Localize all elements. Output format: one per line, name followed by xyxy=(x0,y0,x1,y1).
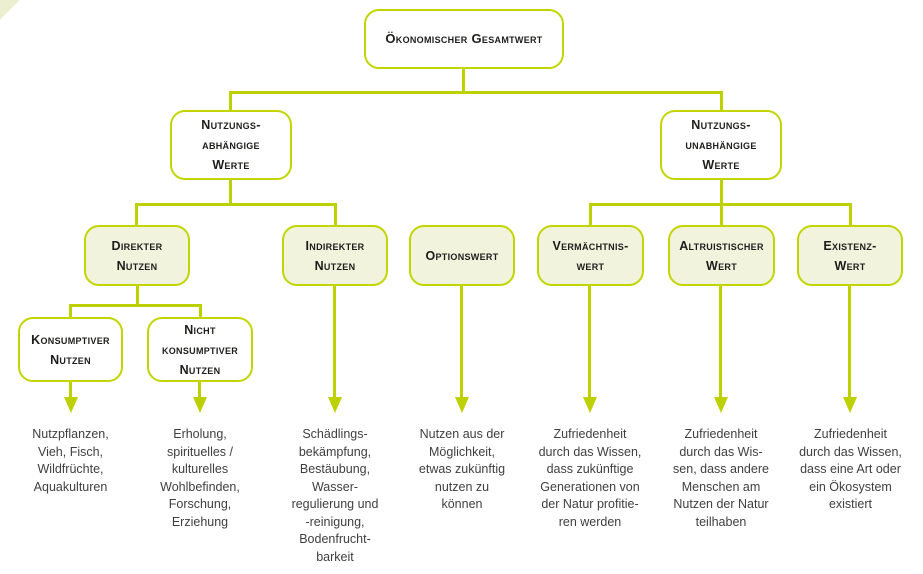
node-consumptive-use: Konsumptiver Nutzen xyxy=(18,317,123,382)
arrow-head-icon xyxy=(64,397,78,413)
arrow-head-icon xyxy=(455,397,469,413)
connector-use-hbar xyxy=(135,203,337,206)
connector-drop-indirect xyxy=(334,203,337,226)
connector-drop-direct xyxy=(135,203,138,226)
arrow-line-indirect xyxy=(333,286,336,398)
corner-stripe-decoration xyxy=(0,0,48,48)
leaf-text-indirect: Schädlings- bekämpfung, Bestäubung, Wass… xyxy=(291,427,379,564)
arrow-head-icon xyxy=(328,397,342,413)
node-use-dependent: Nutzungs- abhängige Werte xyxy=(170,110,292,180)
node-direct-use: Direkter Nutzen xyxy=(84,225,190,286)
connector-nonuse-hbar xyxy=(589,203,852,206)
leaf-text-consumptive: Nutzpflanzen, Vieh, Fisch, Wildfrüchte, … xyxy=(32,427,109,494)
connector-drop-nonconsumptive xyxy=(199,304,202,318)
arrow-line-nonconsumptive xyxy=(198,381,201,398)
node-option-value: Optionswert xyxy=(409,225,515,286)
connector-drop-use-independent xyxy=(720,91,723,111)
connector-drop-bequest xyxy=(589,203,592,226)
node-altruistic-value: Altruistischer Wert xyxy=(668,225,775,286)
connector-drop-existence xyxy=(849,203,852,226)
node-bequest-value: Vermächtnis- wert xyxy=(537,225,644,286)
arrow-line-consumptive xyxy=(69,381,72,398)
node-root: Ökonomischer Gesamtwert xyxy=(364,9,564,69)
connector-root-down xyxy=(462,68,465,93)
connector-direct-hbar xyxy=(69,304,202,307)
arrow-head-icon xyxy=(583,397,597,413)
node-non-consumptive-use: Nicht konsumptiver Nutzen xyxy=(147,317,253,382)
leaf-text-altruistic: Zufriedenheit durch das Wis- sen, dass a… xyxy=(673,427,769,529)
node-existence-value: Existenz- Wert xyxy=(797,225,903,286)
leaf-text-non-consumptive: Erholung, spirituelles / kulturelles Woh… xyxy=(160,427,240,529)
connector-direct-down xyxy=(136,286,139,307)
arrow-line-altruistic xyxy=(719,286,722,398)
connector-drop-use-dependent xyxy=(229,91,232,111)
arrow-head-icon xyxy=(193,397,207,413)
connector-level2-hbar xyxy=(229,91,723,94)
arrow-head-icon xyxy=(843,397,857,413)
connector-use-down xyxy=(229,179,232,206)
node-indirect-use: Indirekter Nutzen xyxy=(282,225,388,286)
leaf-text-option: Nutzen aus der Möglichkeit, etwas zukünf… xyxy=(418,427,506,511)
arrow-line-option xyxy=(460,286,463,398)
arrow-line-existence xyxy=(848,286,851,398)
node-use-independent: Nutzungs- unabhängige Werte xyxy=(660,110,782,180)
leaf-text-existence: Zufriedenheit durch das Wissen, dass ein… xyxy=(799,427,902,511)
leaf-text-bequest: Zufriedenheit durch das Wissen, dass zuk… xyxy=(538,427,642,529)
connector-drop-consumptive xyxy=(69,304,72,318)
arrow-head-icon xyxy=(714,397,728,413)
connector-nonuse-down xyxy=(720,179,723,226)
arrow-line-bequest xyxy=(588,286,591,398)
